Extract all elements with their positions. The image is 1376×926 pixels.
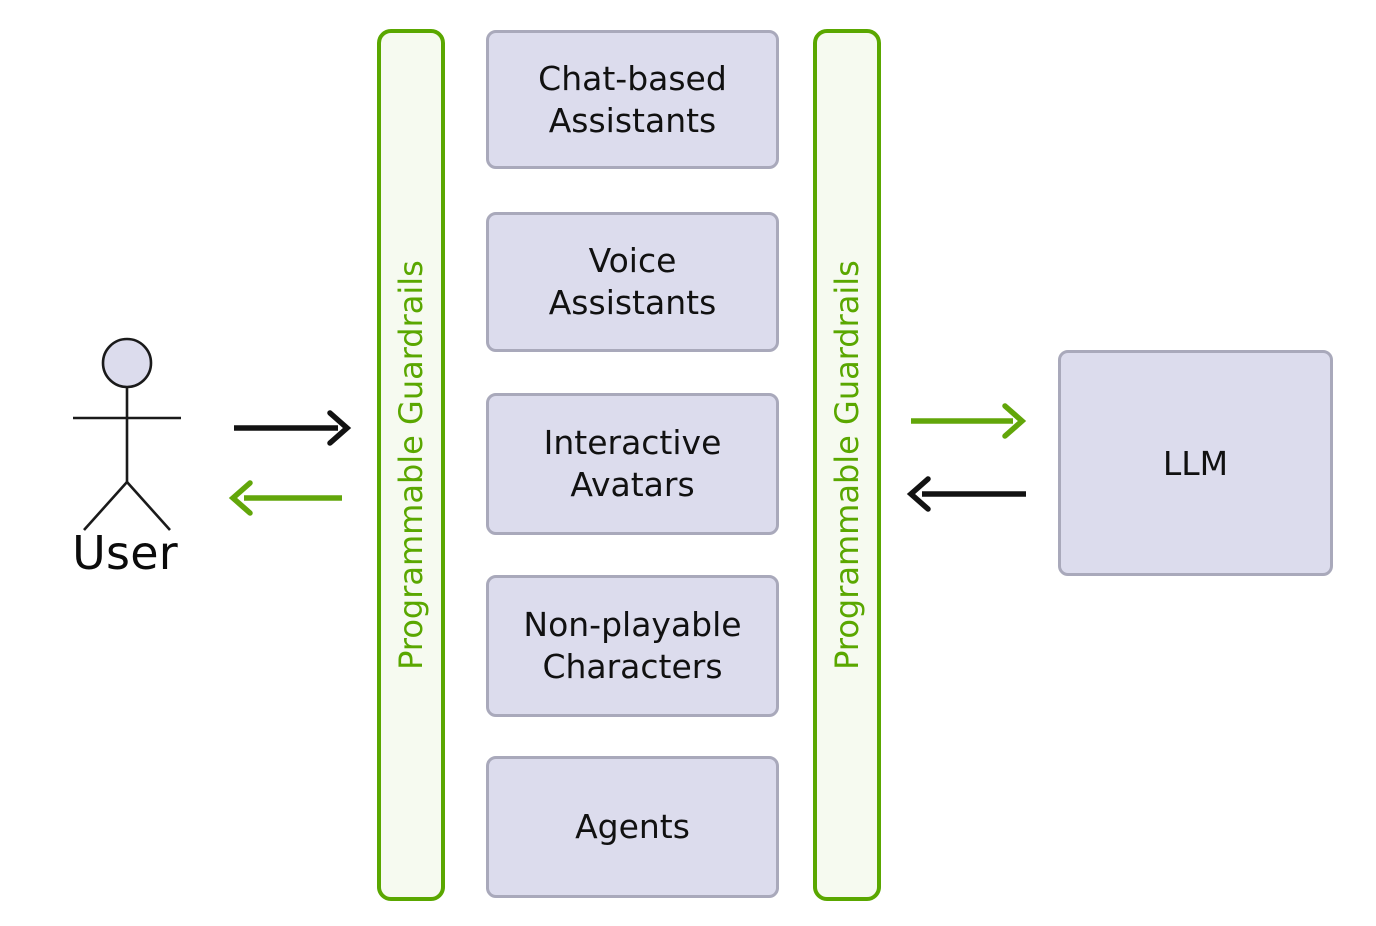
app-label-line-1: Chat-based bbox=[538, 58, 727, 98]
app-box-label: Interactive Avatars bbox=[544, 422, 722, 506]
app-label-line-2: Assistants bbox=[548, 283, 717, 322]
arrow-guardrail-to-llm bbox=[911, 403, 1027, 439]
app-box-non-playable-characters[interactable]: Non-playable Characters bbox=[486, 575, 779, 717]
user-label: User bbox=[72, 526, 178, 580]
guardrail-left-label: Programmable Guardrails bbox=[392, 260, 430, 670]
arrow-llm-to-guardrail bbox=[906, 476, 1026, 512]
stick-figure-icon bbox=[73, 337, 181, 531]
arrow-user-to-guardrail bbox=[234, 410, 352, 446]
arrow-guardrail-to-user bbox=[228, 480, 342, 516]
user-actor bbox=[0, 320, 250, 600]
app-box-agents[interactable]: Agents bbox=[486, 756, 779, 898]
app-label-line-2: Avatars bbox=[570, 465, 695, 504]
app-box-label: Voice Assistants bbox=[549, 240, 717, 324]
app-box-label: Non-playable Characters bbox=[523, 604, 741, 688]
app-label-line-2: Assistants bbox=[548, 100, 717, 140]
llm-label: LLM bbox=[1162, 443, 1229, 483]
app-box-voice-assistants[interactable]: Voice Assistants bbox=[486, 212, 779, 352]
app-label-line-2: Characters bbox=[542, 647, 723, 686]
llm-box[interactable]: LLM bbox=[1058, 350, 1333, 576]
guardrail-left: Programmable Guardrails bbox=[377, 29, 445, 901]
app-label-line-1: Voice bbox=[588, 241, 677, 280]
app-label-line-1: Non-playable bbox=[523, 605, 742, 644]
app-box-interactive-avatars[interactable]: Interactive Avatars bbox=[486, 393, 779, 535]
app-box-chat-based-assistants[interactable]: Chat-based Assistants bbox=[486, 30, 779, 169]
app-label-line-1: Interactive bbox=[543, 423, 722, 462]
app-box-label: Agents bbox=[575, 807, 690, 846]
guardrail-right: Programmable Guardrails bbox=[813, 29, 881, 901]
guardrail-right-label: Programmable Guardrails bbox=[828, 260, 866, 670]
app-box-label: Chat-based Assistants bbox=[538, 58, 727, 142]
